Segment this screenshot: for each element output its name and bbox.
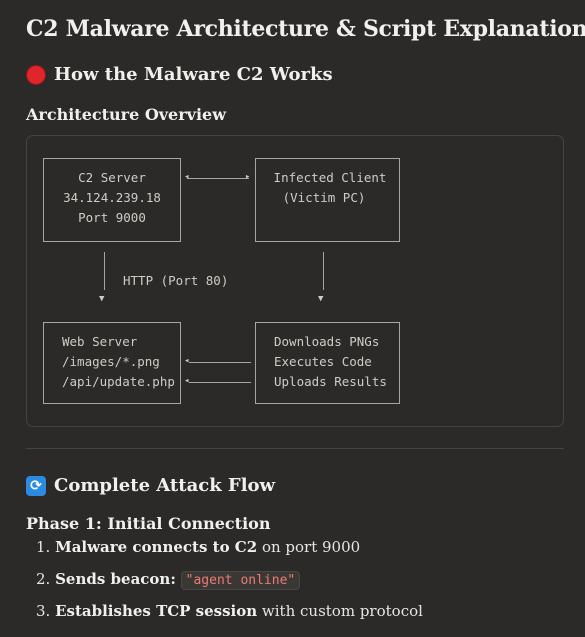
down-arrow-right-line: [323, 252, 324, 290]
web-server-label: Web Server: [62, 334, 138, 349]
section-heading-attack-flow: ⟳ Complete Attack Flow: [26, 475, 275, 496]
step-number: 2.: [36, 570, 51, 588]
c2-server-box: [43, 158, 181, 242]
arrow-left-icon: ◂: [184, 356, 190, 366]
section-divider: [26, 448, 564, 449]
inline-code: "agent online": [180, 571, 301, 590]
c2-server-port: Port 9000: [78, 210, 146, 225]
left-arrow-2: [189, 382, 251, 383]
page-title: C2 Malware Architecture & Script Explana…: [26, 16, 585, 42]
infected-client-label: Infected Client: [273, 170, 387, 185]
web-server-images: /images/*.png: [62, 354, 160, 369]
web-server-api: /api/update.php: [62, 374, 175, 389]
phase-1-steps: 1. Malware connects to C2 on port 9000 2…: [36, 536, 423, 632]
section-heading-text: How the Malware C2 Works: [54, 64, 333, 85]
section-heading-text: Complete Attack Flow: [54, 475, 276, 496]
c2-server-label: C2 Server: [78, 170, 146, 185]
infected-client-box: [255, 158, 400, 242]
arrow-left-icon: ◂: [184, 172, 190, 182]
victim-pc-label: (Victim PC): [282, 190, 366, 205]
arrow-down-icon: ▼: [99, 294, 105, 304]
client-actions-box: [255, 322, 400, 404]
list-item: 1. Malware connects to C2 on port 9000: [36, 536, 423, 568]
down-arrow-left-line: [104, 252, 105, 290]
list-item: 2. Sends beacon: "agent online": [36, 568, 423, 600]
step-bold-text: Malware connects to C2: [55, 538, 258, 556]
http-label: HTTP (Port 80): [123, 273, 229, 288]
architecture-diagram-block: C2 Server 34.124.239.18 Port 9000 Infect…: [26, 135, 564, 427]
step-number: 1.: [36, 538, 51, 556]
arrow-left-icon: ◂: [184, 376, 190, 386]
bidirectional-arrow: [187, 178, 249, 179]
c2-server-ip: 34.124.239.18: [63, 190, 161, 205]
step-number: 3.: [36, 602, 51, 620]
step-text: on port 9000: [257, 538, 361, 556]
action-executes: Executes Code: [274, 354, 372, 369]
arrow-right-icon: ▸: [245, 172, 251, 182]
arrow-down-icon: ▼: [318, 294, 324, 304]
action-downloads: Downloads PNGs: [274, 334, 380, 349]
section-heading-how-it-works: How the Malware C2 Works: [26, 64, 333, 85]
architecture-heading: Architecture Overview: [26, 105, 226, 124]
step-text: with custom protocol: [257, 602, 423, 620]
step-bold-text: Establishes TCP session: [55, 602, 258, 620]
red-circle-icon: [26, 64, 46, 85]
web-server-box: [43, 322, 181, 404]
left-arrow-1: [189, 362, 251, 363]
list-item: 3. Establishes TCP session with custom p…: [36, 600, 423, 632]
phase-1-heading: Phase 1: Initial Connection: [26, 514, 271, 533]
cycle-arrows-icon: ⟳: [26, 475, 46, 496]
step-bold-text: Sends beacon:: [55, 570, 176, 588]
action-uploads: Uploads Results: [274, 374, 387, 389]
